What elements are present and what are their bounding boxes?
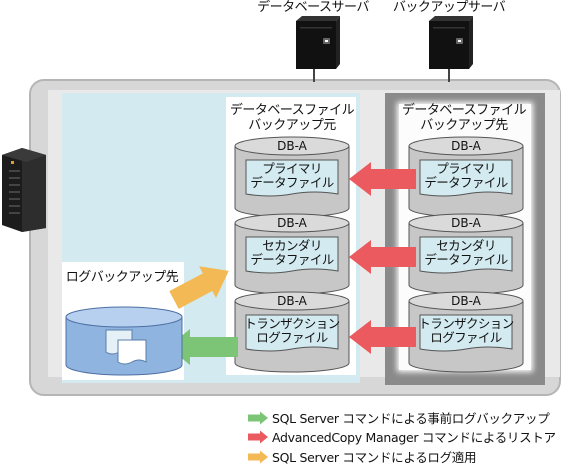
dest-file-name-line2-2: ログファイル — [430, 330, 502, 345]
source-disk-caption-2: DB-A — [277, 294, 307, 308]
dest-file-card-2 — [419, 314, 513, 352]
dest-file-name-line2-0: データファイル — [424, 175, 508, 190]
legend-arrow-2 — [248, 450, 268, 464]
dest-file-name-line1-2: トランザクション — [418, 316, 514, 331]
legend-item-restore: AdvancedCopy Manager コマンドによるリストア — [272, 430, 556, 445]
log-backup-disk — [65, 306, 183, 376]
source-file-card-1 — [245, 236, 339, 274]
left-server-icon — [2, 148, 46, 232]
legend-arrow-1 — [248, 430, 268, 444]
dest-file-name-line2-1: データファイル — [424, 252, 508, 267]
backup-server-icon — [429, 16, 473, 82]
source-disk-1 — [234, 213, 350, 295]
dest-file-name-line1-0: プライマリ — [436, 161, 496, 176]
dest-disk-caption-1: DB-A — [451, 216, 481, 230]
legend-item-logapply: SQL Server コマンドによるログ適用 — [272, 450, 477, 465]
legend-item-prelog: SQL Server コマンドによる事前ログバックアップ — [272, 411, 550, 426]
database-server-icon — [296, 16, 340, 82]
legend-arrow-0 — [248, 411, 268, 425]
source-file-name-line1-2: トランザクション — [244, 316, 340, 331]
dest-file-name-line1-1: セカンダリ — [436, 238, 496, 253]
source-file-name-line2-2: ログファイル — [256, 330, 328, 345]
dest-disk-caption-2: DB-A — [451, 294, 481, 308]
source-disk-2 — [234, 291, 350, 373]
dest-file-card-1 — [419, 236, 513, 274]
dest-disk-caption-0: DB-A — [451, 139, 481, 153]
source-file-card-2 — [245, 314, 339, 352]
source-title-line2: バックアップ元 — [248, 118, 336, 133]
source-title-line1: データベースファイル — [229, 103, 355, 118]
dest-title-line2: バックアップ先 — [420, 118, 508, 133]
backup-server-label: バックアップサーバ — [392, 0, 506, 15]
source-disk-0 — [234, 136, 350, 218]
dest-disk-1 — [408, 213, 524, 295]
source-file-card-0 — [245, 159, 339, 197]
restore-arrow-primary — [349, 162, 416, 196]
dest-disk-0 — [408, 136, 524, 218]
dest-file-card-0 — [419, 159, 513, 197]
source-file-name-line2-1: データファイル — [250, 252, 334, 267]
log-apply-arrow — [169, 266, 229, 309]
source-disk-caption-0: DB-A — [277, 139, 307, 153]
dest-disk-2 — [408, 291, 524, 373]
restore-arrow-log — [349, 320, 416, 354]
source-disk-caption-1: DB-A — [277, 216, 307, 230]
prelog-backup-arrow — [168, 329, 238, 365]
source-file-name-line2-0: データファイル — [250, 175, 334, 190]
restore-arrow-secondary — [349, 240, 416, 274]
log-backup-title: ログバックアップ先 — [65, 270, 179, 285]
log-document-icon — [105, 329, 147, 365]
dest-title-line1: データベースファイル — [401, 103, 527, 118]
source-file-name-line1-1: セカンダリ — [262, 238, 322, 253]
legend-arrows — [248, 411, 268, 464]
source-file-name-line1-0: プライマリ — [262, 161, 322, 176]
database-server-label: データベースサーバ — [257, 0, 369, 15]
